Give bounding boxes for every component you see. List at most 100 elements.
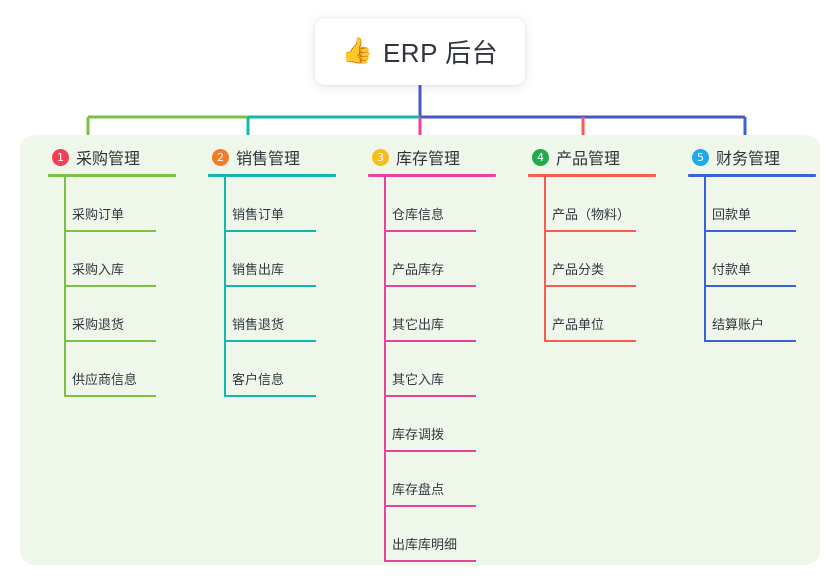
branch-item-label: 客户信息 [232, 372, 285, 387]
branch-spine [64, 177, 66, 397]
thumbs-up-icon: 👍 [341, 37, 373, 65]
branch-item[interactable]: 销售订单 [194, 177, 354, 232]
branch-number-badge: 4 [532, 148, 549, 166]
branch-item[interactable]: 采购入库 [34, 232, 194, 287]
branch-item-label: 仓库信息 [392, 207, 445, 222]
branch-spine [224, 177, 226, 397]
branch-item-underline [64, 395, 156, 397]
branch-title: 采购管理 [76, 151, 141, 168]
branch-item-label: 其它出库 [392, 317, 445, 332]
branch-item[interactable]: 销售出库 [194, 232, 354, 287]
branch-item-label: 销售订单 [232, 207, 285, 222]
branch-item[interactable]: 销售退货 [194, 287, 354, 342]
branch-item[interactable]: 付款单 [674, 232, 834, 287]
branch-column-4: 4 产品管理产品（物料） 产品分类产品单位 [514, 146, 674, 342]
branch-underline [688, 174, 816, 177]
branch-item-underline [384, 560, 476, 562]
branch-item[interactable]: 回款单 [674, 177, 834, 232]
branch-item-label: 销售退货 [232, 317, 285, 332]
branch-column-1: 1 采购管理采购订单采购入库采购退货供应商信息 [34, 146, 194, 397]
branch-item[interactable]: 其它入库 [354, 342, 514, 397]
branch-column-2: 2 销售管理销售订单销售出库销售退货客户信息 [194, 146, 354, 397]
branch-item[interactable]: 客户信息 [194, 342, 354, 397]
branch-item-label: 采购退货 [72, 317, 125, 332]
branch-item[interactable]: 其它出库 [354, 287, 514, 342]
branch-underline [528, 174, 656, 177]
branch-item[interactable]: 供应商信息 [34, 342, 194, 397]
branch-underline [208, 174, 336, 177]
branch-item[interactable]: 采购订单 [34, 177, 194, 232]
branch-item-label: 产品库存 [392, 262, 445, 277]
branch-item-underline [384, 395, 476, 397]
branch-item-label: 供应商信息 [72, 372, 138, 387]
branch-item-underline [224, 340, 316, 342]
branch-title: 销售管理 [236, 151, 301, 168]
branch-item[interactable]: 仓库信息 [354, 177, 514, 232]
branch-item-label: 采购入库 [72, 262, 125, 277]
branch-underline [368, 174, 496, 177]
branch-item-list: 销售订单销售出库销售退货客户信息 [194, 177, 354, 397]
branch-item[interactable]: 库存调拨 [354, 397, 514, 452]
branch-item[interactable]: 库存盘点 [354, 452, 514, 507]
branch-item-list: 采购订单采购入库采购退货供应商信息 [34, 177, 194, 397]
branch-title: 产品管理 [556, 151, 621, 168]
branch-header-1[interactable]: 1 采购管理 [34, 146, 194, 168]
branch-column-3: 3 库存管理仓库信息产品库存其它出库其它入库库存调拨库存盘点出库库明细 [354, 146, 514, 562]
branch-column-5: 5 财务管理回款单付款单结算账户 [674, 146, 834, 342]
branches-panel [20, 135, 820, 565]
root-title: ERP 后台 [382, 38, 499, 68]
branch-item-underline [384, 450, 476, 452]
branch-item-underline [384, 340, 476, 342]
branch-item[interactable]: 产品分类 [514, 232, 674, 287]
branch-item-underline [704, 230, 796, 232]
branch-item-underline [64, 230, 156, 232]
branch-number-badge: 5 [692, 148, 709, 166]
branch-item-underline [224, 395, 316, 397]
branch-item[interactable]: 采购退货 [34, 287, 194, 342]
branch-item[interactable]: 产品单位 [514, 287, 674, 342]
branch-title: 财务管理 [716, 151, 781, 168]
branch-item-label: 结算账户 [712, 317, 765, 332]
branch-item-list: 仓库信息产品库存其它出库其它入库库存调拨库存盘点出库库明细 [354, 177, 514, 562]
branch-header-2[interactable]: 2 销售管理 [194, 146, 354, 168]
branch-item-label: 出库库明细 [392, 537, 458, 552]
branch-number-badge: 1 [52, 148, 69, 166]
branch-header-5[interactable]: 5 财务管理 [674, 146, 834, 168]
branch-item-underline [224, 285, 316, 287]
branch-item-underline [224, 230, 316, 232]
branch-item-label: 库存调拨 [392, 427, 445, 442]
branch-header-4[interactable]: 4 产品管理 [514, 146, 674, 168]
branch-item[interactable]: 产品库存 [354, 232, 514, 287]
branch-item-underline [544, 340, 636, 342]
branch-number-badge: 3 [372, 148, 389, 166]
branch-number-badge: 2 [212, 148, 229, 166]
branch-header-3[interactable]: 3 库存管理 [354, 146, 514, 168]
branch-item-list: 回款单付款单结算账户 [674, 177, 834, 342]
branch-item-underline [64, 285, 156, 287]
branch-item-underline [384, 285, 476, 287]
branch-spine [384, 177, 386, 562]
branch-underline [48, 174, 176, 177]
branch-spine [704, 177, 706, 342]
root-node[interactable]: 👍 ERP 后台 [315, 18, 525, 85]
branch-item-label: 库存盘点 [392, 482, 445, 497]
branch-item-underline [64, 340, 156, 342]
branch-item-underline [384, 230, 476, 232]
branch-item-label: 采购订单 [72, 207, 125, 222]
branch-item-label: 产品分类 [552, 262, 605, 277]
branch-item-label: 产品（物料） [552, 207, 631, 222]
branch-item[interactable]: 产品（物料） [514, 177, 674, 232]
branch-item-label: 付款单 [712, 262, 752, 277]
branch-title: 库存管理 [396, 151, 461, 168]
branch-item-label: 其它入库 [392, 372, 445, 387]
branch-item-list: 产品（物料） 产品分类产品单位 [514, 177, 674, 342]
branch-item-underline [544, 285, 636, 287]
branch-item-underline [704, 285, 796, 287]
branch-item[interactable]: 结算账户 [674, 287, 834, 342]
branch-item-underline [544, 230, 636, 232]
branch-item-underline [384, 505, 476, 507]
branch-item[interactable]: 出库库明细 [354, 507, 514, 562]
branch-item-underline [704, 340, 796, 342]
branch-item-label: 销售出库 [232, 262, 285, 277]
